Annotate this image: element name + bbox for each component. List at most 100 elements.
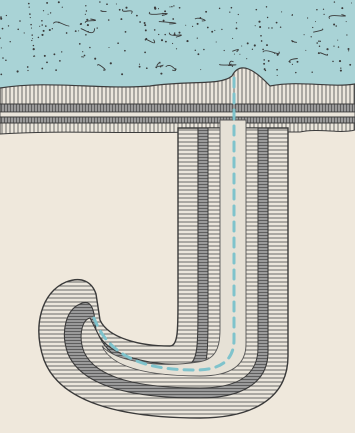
debris-dot bbox=[84, 55, 86, 57]
debris-dot bbox=[31, 40, 32, 41]
debris-dot bbox=[297, 61, 299, 63]
debris-dot bbox=[231, 7, 233, 9]
debris-dot bbox=[232, 38, 233, 39]
debris-dot bbox=[319, 46, 320, 47]
debris-dot bbox=[144, 22, 146, 24]
debris-dot bbox=[46, 2, 48, 4]
debris-dot bbox=[259, 26, 261, 28]
debris-dot bbox=[316, 9, 317, 10]
debris-dot bbox=[263, 63, 265, 65]
debris-dot bbox=[2, 57, 4, 59]
debris-dot bbox=[49, 29, 51, 31]
debris-dot bbox=[276, 69, 278, 71]
debris-dot bbox=[30, 24, 32, 26]
debris-dot bbox=[46, 62, 48, 64]
debris-dot bbox=[247, 42, 249, 44]
debris-dot bbox=[87, 24, 89, 26]
debris-dot bbox=[234, 54, 235, 55]
debris-dot bbox=[338, 46, 339, 47]
debris-dot bbox=[53, 53, 55, 55]
debris-dot bbox=[263, 59, 265, 61]
debris-dot bbox=[155, 66, 157, 68]
debris-dot bbox=[85, 14, 86, 15]
debris-dot bbox=[55, 69, 57, 71]
debris-dot bbox=[172, 18, 174, 20]
debris-dot bbox=[340, 70, 342, 72]
debris-dot bbox=[186, 40, 188, 42]
debris-dot bbox=[307, 17, 308, 18]
debris-dot bbox=[171, 6, 172, 7]
debris-dot bbox=[276, 22, 278, 24]
debris-dot bbox=[29, 13, 31, 15]
debris-dot bbox=[173, 5, 174, 6]
debris-dot bbox=[241, 45, 242, 46]
debris-dot bbox=[44, 55, 46, 57]
debris-dot bbox=[266, 6, 267, 7]
debris-dot bbox=[32, 38, 33, 39]
debris-dot bbox=[254, 44, 256, 46]
debris-dot bbox=[192, 26, 193, 27]
debris-dot bbox=[43, 30, 45, 32]
debris-dot bbox=[224, 50, 225, 51]
debris-dot bbox=[179, 7, 181, 9]
debris-dot bbox=[99, 1, 101, 3]
debris-dot bbox=[39, 26, 40, 27]
debris-dot bbox=[124, 50, 126, 52]
debris-dot bbox=[66, 32, 68, 34]
debris-dot bbox=[78, 30, 79, 31]
debris-dot bbox=[280, 26, 281, 27]
debris-dot bbox=[41, 68, 43, 70]
debris-dot bbox=[8, 25, 9, 26]
debris-dot bbox=[33, 48, 35, 50]
debris-dot bbox=[117, 42, 119, 44]
debris-dot bbox=[256, 9, 258, 11]
debris-dot bbox=[197, 23, 199, 25]
debris-dot bbox=[255, 25, 256, 26]
debris-dot bbox=[17, 70, 19, 72]
debris-dot bbox=[83, 56, 84, 57]
debris-dot bbox=[120, 18, 122, 20]
debris-dot bbox=[144, 24, 146, 26]
debris-dot bbox=[119, 9, 121, 11]
debris-dot bbox=[139, 21, 141, 23]
debris-dot bbox=[267, 17, 268, 18]
debris-dot bbox=[59, 60, 61, 62]
debris-dot bbox=[169, 6, 170, 7]
debris-dot bbox=[108, 47, 109, 48]
debris-dot bbox=[75, 30, 77, 32]
debris-dot bbox=[260, 35, 262, 37]
debris-dot bbox=[229, 11, 230, 12]
debris-dot bbox=[163, 20, 165, 22]
debris-dot bbox=[238, 14, 239, 15]
debris-dot bbox=[62, 7, 63, 8]
debris-dot bbox=[10, 41, 11, 42]
debris-dot bbox=[158, 34, 159, 35]
debris-dot bbox=[52, 28, 53, 29]
debris-dot bbox=[154, 29, 156, 31]
debris-dot bbox=[185, 25, 186, 26]
debris-dot bbox=[203, 49, 205, 51]
debris-dot bbox=[261, 40, 263, 42]
debris-dot bbox=[82, 51, 83, 52]
debris-dot bbox=[236, 22, 237, 23]
debris-dot bbox=[221, 29, 222, 30]
debris-dot bbox=[30, 17, 31, 18]
debris-dot bbox=[340, 67, 341, 68]
debris-dot bbox=[232, 66, 233, 67]
debris-dot bbox=[292, 64, 293, 65]
debris-dot bbox=[125, 31, 127, 33]
debris-dot bbox=[106, 3, 108, 5]
debris-dot bbox=[335, 25, 337, 27]
debris-dot bbox=[154, 7, 156, 9]
debris-dot bbox=[346, 34, 347, 35]
debris-dot bbox=[41, 20, 43, 22]
debris-dot bbox=[144, 52, 146, 54]
debris-dot bbox=[94, 58, 96, 60]
debris-dot bbox=[38, 37, 40, 39]
debris-dot bbox=[89, 47, 91, 49]
debris-dot bbox=[19, 20, 21, 22]
debris-dot bbox=[337, 40, 338, 41]
debris-dot bbox=[27, 70, 28, 71]
